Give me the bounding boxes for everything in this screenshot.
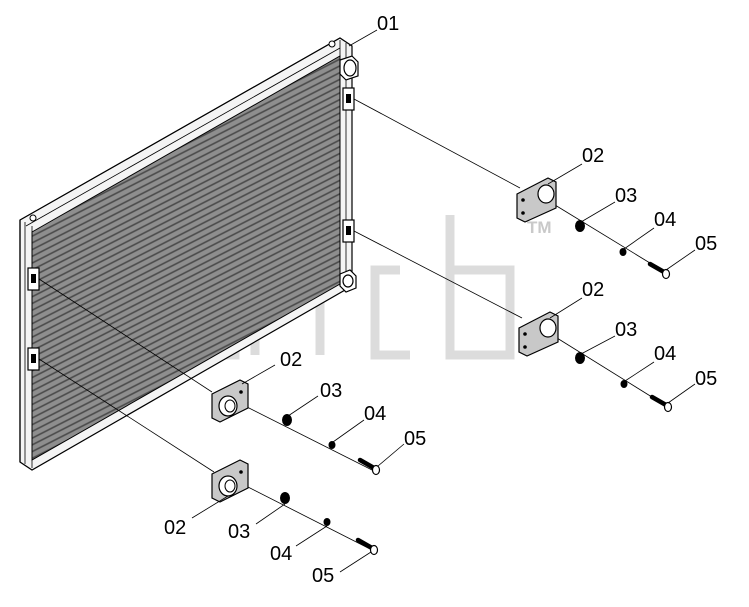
washer-lower-left	[280, 492, 290, 504]
nut-upper-right	[619, 248, 627, 256]
washer-upper-right	[575, 220, 585, 232]
bolt-upper-right	[647, 261, 671, 280]
washer-mid-left	[282, 414, 292, 426]
label-bolt-upper-right: 05	[695, 233, 717, 255]
label-nut-lower-left: 04	[270, 543, 292, 565]
bracket-upper-right	[516, 177, 557, 223]
watermark-tm: TM	[527, 218, 552, 237]
label-bracket-lower-left: 02	[164, 517, 186, 539]
bolt-mid-left	[357, 457, 381, 476]
label-washer-mid-left: 03	[320, 380, 342, 402]
bolt-mid-right	[649, 394, 673, 413]
bolt-lower-left	[355, 537, 379, 556]
label-washer-upper-right: 03	[615, 185, 637, 207]
label-bracket-upper-right: 02	[582, 145, 604, 167]
label-bracket-mid-left: 02	[280, 349, 302, 371]
label-radiator: 01	[377, 13, 399, 35]
bracket-lower-left	[211, 459, 249, 503]
washer-mid-right	[575, 352, 585, 364]
label-washer-mid-right: 03	[615, 319, 637, 341]
nut-lower-left	[323, 518, 331, 526]
label-bolt-mid-right: 05	[695, 368, 717, 390]
label-bolt-mid-left: 05	[404, 428, 426, 450]
nut-mid-left	[328, 441, 336, 449]
label-bracket-mid-right: 02	[582, 279, 604, 301]
bracket-mid-right	[518, 311, 559, 357]
label-nut-mid-left: 04	[364, 403, 386, 425]
label-bolt-lower-left: 05	[312, 565, 334, 587]
label-nut-mid-right: 04	[654, 343, 676, 365]
nut-mid-right	[620, 380, 628, 388]
callout-leaders	[191, 29, 696, 573]
bracket-mid-left	[211, 379, 249, 423]
label-nut-upper-right: 04	[654, 209, 676, 231]
radiator-panel	[19, 37, 359, 471]
label-washer-lower-left: 03	[228, 521, 250, 543]
